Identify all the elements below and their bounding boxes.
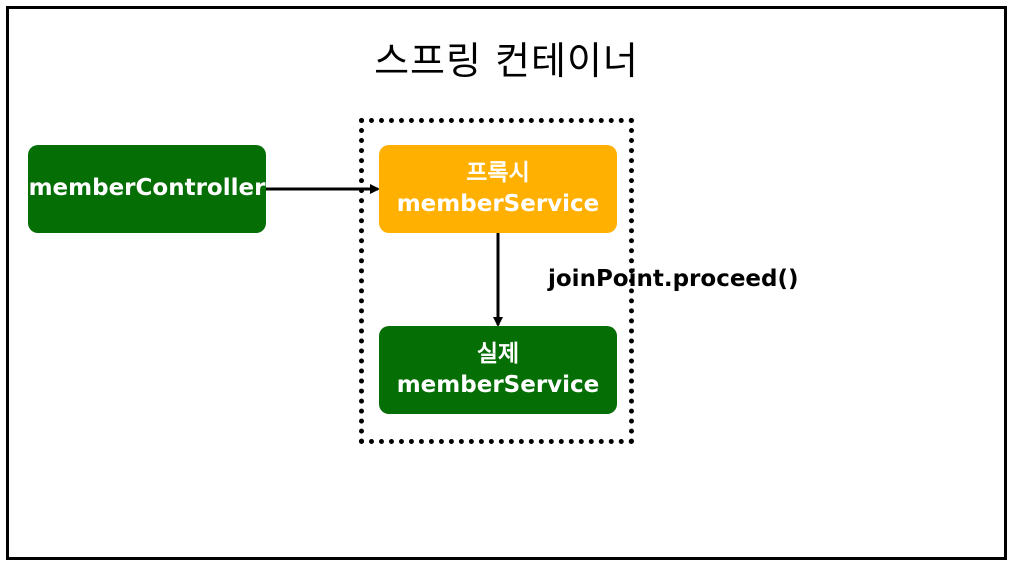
real-service-label: memberService [396,372,600,398]
proxy-member-service-node: 프록시 memberService [379,145,617,233]
spring-container-boundary [359,118,634,444]
diagram-frame [6,6,1007,560]
member-controller-node: memberController [28,145,266,233]
real-label: 실제 [476,340,520,367]
member-controller-label: memberController [28,175,266,202]
proxy-label: 프록시 [466,159,530,186]
proxy-service-label: memberService [396,191,600,217]
diagram-title: 스프링 컨테이너 [374,39,639,83]
real-member-service-node: 실제 memberService [379,326,617,414]
join-point-proceed-label: joinPoint.proceed() [548,266,799,292]
